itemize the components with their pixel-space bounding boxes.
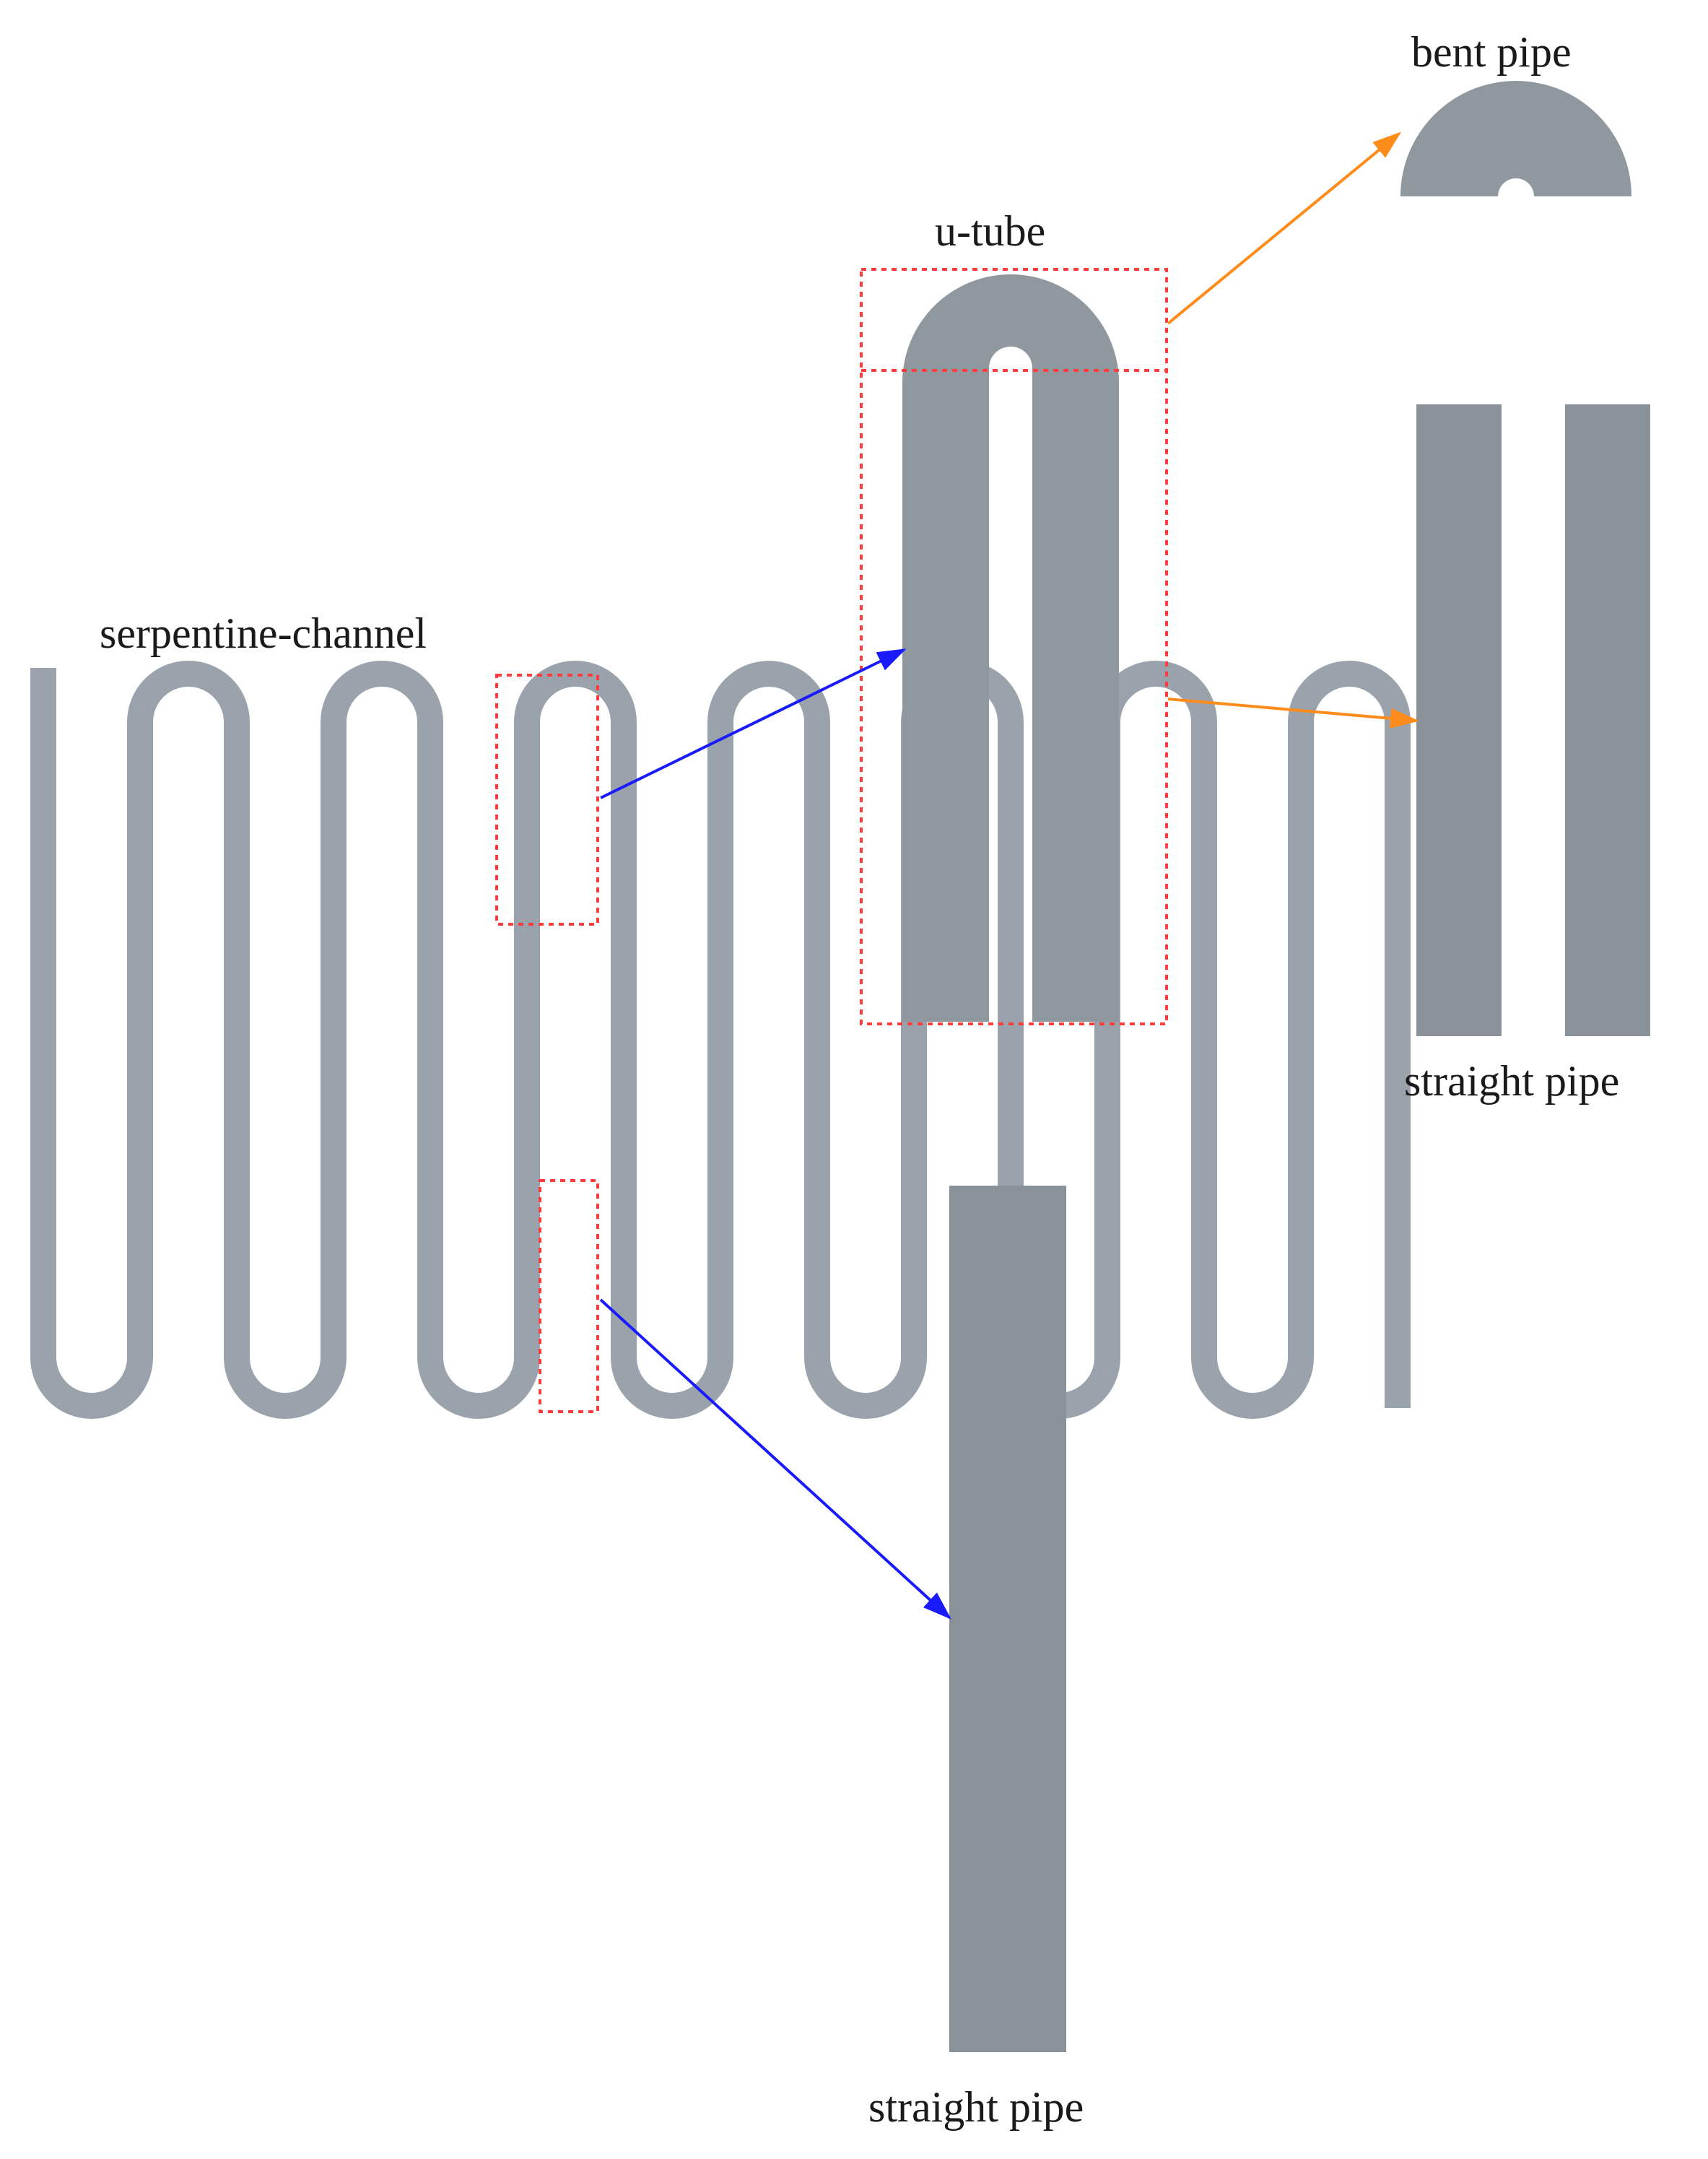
serpentine-straight-highlight-box [539,1179,599,1413]
straight-pipe-right-label: straight pipe [1404,1057,1619,1105]
straight-pipe-right-right-bar [1565,404,1650,1036]
u-tube-label: u-tube [935,207,1045,255]
u-tube-body [902,274,1119,1022]
arrow-u-tube-to-straight-pipes [1167,698,1419,729]
bent-pipe-body [1400,81,1631,196]
serpentine-utube-highlight-box [495,674,599,926]
bent-pipe-label: bent pipe [1411,28,1572,76]
straight-pipe-bottom-label: straight pipe [868,2083,1084,2131]
straight-pipe-right-left-bar [1416,404,1502,1036]
serpentine-channel-label: serpentine-channel [100,609,427,657]
arrow-u-tube-to-bent-pipe [1167,131,1402,325]
straight-pipe-bottom-bar [949,1186,1066,2052]
serpentine-channel-trace [30,661,1411,1419]
arrow-serpentine-to-u-tube [600,648,907,799]
u-tube-outer-box [860,268,1168,1025]
arrow-serpentine-to-straight-pipe [599,1298,951,1620]
